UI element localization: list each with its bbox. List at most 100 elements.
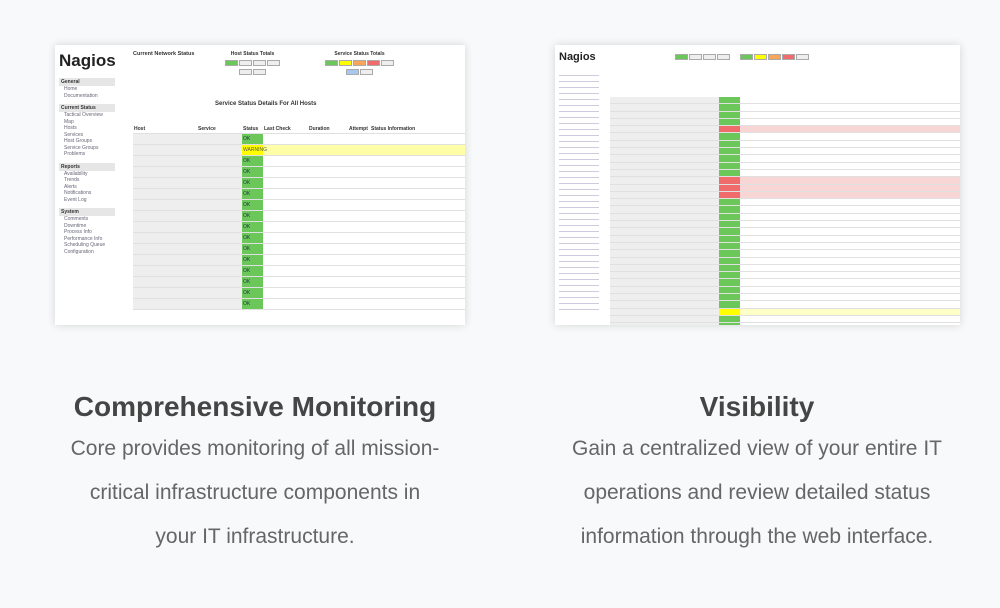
sidebar-link[interactable]: Configuration xyxy=(64,248,94,255)
line: information through the web interface. xyxy=(580,525,934,548)
table-row: OK xyxy=(133,255,465,266)
cell xyxy=(785,301,825,307)
cell xyxy=(610,148,674,155)
sidebar-link[interactable]: Notifications xyxy=(64,190,92,196)
cell xyxy=(847,272,960,278)
cell xyxy=(825,206,847,212)
status-cell: OK xyxy=(242,233,263,243)
sidebar-link[interactable]: Home xyxy=(64,86,78,92)
cell xyxy=(610,140,674,148)
table-row xyxy=(610,104,960,112)
cell xyxy=(610,213,674,221)
sidebar-link[interactable]: Event Log xyxy=(64,196,87,203)
cell xyxy=(370,134,465,144)
cell xyxy=(847,119,960,125)
cell xyxy=(785,309,825,315)
sidebar-link[interactable]: Comments xyxy=(64,216,89,222)
cell xyxy=(308,288,348,298)
sidebar-link[interactable]: Process Info xyxy=(64,229,92,235)
cell xyxy=(785,236,825,242)
table-row xyxy=(610,235,960,243)
cell xyxy=(370,222,465,232)
table-row: OK xyxy=(133,200,465,211)
sidebar-link[interactable]: Tactical Overview xyxy=(64,112,103,118)
sidebar-link[interactable]: Problems xyxy=(64,151,86,157)
cell xyxy=(308,156,348,166)
feature-visibility: Visibility Gain a centralized view of yo… xyxy=(537,388,977,559)
cell xyxy=(610,294,674,301)
table-row xyxy=(610,286,960,295)
sidebar-link[interactable]: Host Groups xyxy=(64,138,93,144)
cell xyxy=(825,170,847,176)
table-row xyxy=(610,308,960,316)
sidebar-link[interactable]: Alerts xyxy=(64,183,77,190)
cell xyxy=(674,133,719,140)
table-row: OK xyxy=(133,288,465,299)
cell xyxy=(197,233,242,243)
cell xyxy=(308,244,348,254)
table-row xyxy=(610,126,960,134)
cell xyxy=(610,272,674,279)
status-cell xyxy=(719,242,740,250)
sidebar-link[interactable]: Service Groups xyxy=(64,144,99,151)
sidebar-link[interactable]: Trends xyxy=(64,177,80,183)
cell xyxy=(263,134,308,144)
cell xyxy=(847,170,960,176)
sidebar-link[interactable]: Hosts xyxy=(64,125,77,131)
cell xyxy=(785,170,825,176)
cell xyxy=(740,236,785,242)
sidebar-link[interactable]: Services xyxy=(64,131,84,138)
cell xyxy=(825,309,847,315)
status-cell xyxy=(719,213,740,221)
cell xyxy=(785,97,825,103)
cell xyxy=(197,222,242,232)
sidebar-link[interactable]: Availability xyxy=(64,170,88,177)
status-cell xyxy=(719,257,740,264)
cell xyxy=(197,277,242,287)
status-cell xyxy=(719,118,740,126)
cell xyxy=(674,206,719,213)
sidebar-link[interactable]: Map xyxy=(64,118,74,125)
cell xyxy=(740,170,785,176)
sidebar-link[interactable]: Performance Info xyxy=(64,235,103,242)
cell xyxy=(348,233,370,243)
cell xyxy=(785,287,825,293)
cell xyxy=(825,265,847,271)
table-row: OK xyxy=(133,156,465,167)
cell xyxy=(133,200,197,210)
cell xyxy=(348,299,370,309)
table-row xyxy=(610,169,960,178)
feature-description: Gain a centralized view of your entire I… xyxy=(537,427,977,559)
table-row: OK xyxy=(133,211,465,222)
sidebar-link[interactable]: Scheduling Queue xyxy=(64,242,106,248)
cell xyxy=(847,126,960,132)
column-header: Service xyxy=(198,126,216,132)
cell xyxy=(263,145,308,155)
cell xyxy=(133,145,197,155)
cell xyxy=(674,272,719,279)
feature-title: Visibility xyxy=(699,391,815,422)
table-row xyxy=(610,184,960,192)
sidebar-link[interactable]: Downtime xyxy=(64,222,87,229)
status-cell xyxy=(719,140,740,148)
cell xyxy=(370,266,465,276)
cell xyxy=(847,148,960,154)
cell xyxy=(197,145,242,155)
cell xyxy=(610,184,674,191)
cell xyxy=(610,279,674,286)
cell xyxy=(348,189,370,199)
status-cell: WARNING xyxy=(242,145,267,155)
cell xyxy=(610,118,674,126)
service-table xyxy=(610,97,960,325)
cell xyxy=(785,155,825,161)
cell xyxy=(197,167,242,177)
cell xyxy=(825,279,847,285)
cell xyxy=(847,185,960,191)
status-cell: OK xyxy=(242,167,263,177)
sidebar-link[interactable]: Documentation xyxy=(64,92,98,99)
cell xyxy=(740,185,785,191)
status-cell: OK xyxy=(242,288,263,298)
cell xyxy=(674,126,719,133)
cell xyxy=(785,265,825,271)
sidebar-heading: Reports xyxy=(59,162,115,171)
